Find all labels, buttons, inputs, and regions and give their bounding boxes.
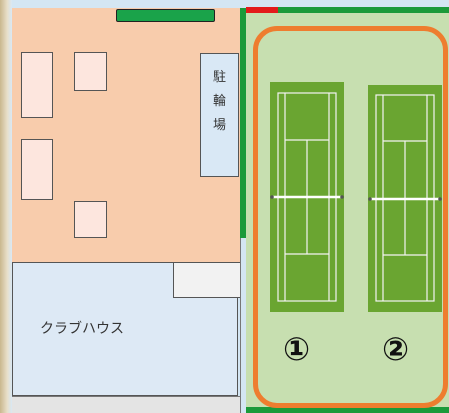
entrance-marker: [246, 7, 278, 13]
fence-bottom: [246, 407, 449, 413]
path-divider: [240, 238, 246, 413]
building-room: [74, 201, 107, 238]
court-2-number: ②: [382, 330, 410, 368]
court-1-lines: [270, 92, 344, 302]
clubhouse-label: クラブハウス: [40, 321, 124, 337]
tennis-court-1: [270, 82, 344, 312]
fence-vertical: [240, 8, 246, 238]
bicycle-parking: 駐 輪 場: [200, 53, 239, 177]
building-room: [74, 52, 107, 91]
bicycle-parking-label: 駐 輪 場: [212, 70, 226, 133]
building-room: [21, 139, 53, 200]
hedge-bar: [116, 9, 215, 22]
courts-outline: [253, 26, 448, 408]
clubhouse-notch: [173, 262, 243, 298]
court-1-number: ①: [283, 330, 311, 368]
tennis-court-2: [368, 85, 442, 312]
court-2-lines: [368, 94, 442, 302]
building-room: [21, 52, 53, 118]
fence-top: [246, 7, 449, 13]
map-edge: [0, 0, 12, 413]
bottom-path: [12, 396, 244, 413]
